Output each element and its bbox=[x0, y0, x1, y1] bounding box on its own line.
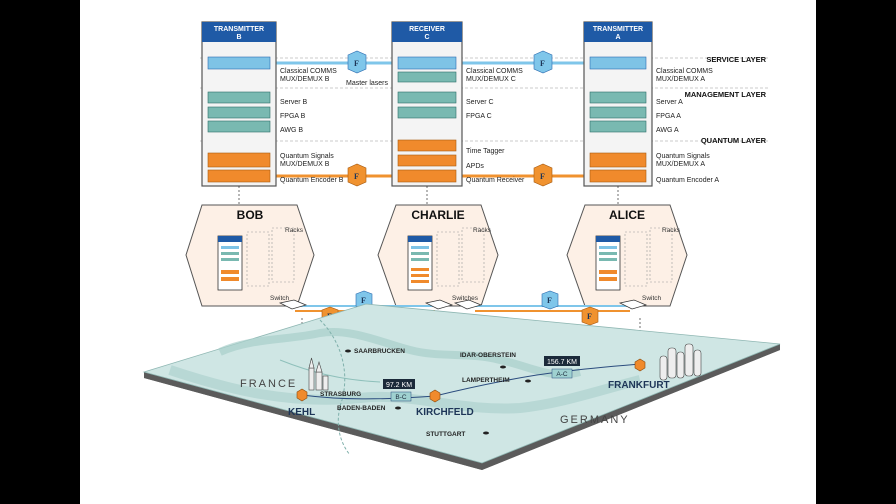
site-box-kirchfeld bbox=[429, 389, 441, 403]
city-stuttgart: STUTTGART bbox=[426, 431, 465, 438]
alice-switch-label: Switch bbox=[642, 295, 662, 302]
charlie-rack-icon bbox=[407, 235, 433, 291]
link-ac-label: A-C bbox=[556, 371, 568, 378]
node-charlie-name: CHARLIE bbox=[411, 208, 464, 222]
rack-c-title: RECEIVER bbox=[409, 26, 445, 33]
city-strasburg: STRASBURG bbox=[320, 391, 361, 398]
label-a-awg: AWG A bbox=[656, 127, 679, 134]
site-frankfurt-label: FRANKFURT bbox=[608, 380, 670, 391]
label-c-receiver: Quantum Receiver bbox=[466, 177, 525, 184]
rack-b-subtitle: B bbox=[236, 34, 241, 41]
rack-transmitter-a: TRANSMITTER A bbox=[583, 21, 653, 187]
label-c-fpga: FPGA C bbox=[466, 113, 492, 120]
label-a-classical-2: MUX/DEMUX A bbox=[656, 76, 705, 83]
label-b-server: Server B bbox=[280, 99, 308, 106]
bob-ghost-racks bbox=[246, 227, 295, 287]
alice-rack-icon bbox=[595, 235, 621, 291]
label-c-master: Master lasers bbox=[346, 80, 389, 87]
label-c-classical-2: MUX/DEMUX C bbox=[466, 76, 516, 83]
distance-bc-value: 97.2 KM bbox=[386, 382, 412, 389]
label-c-apds: APDs bbox=[466, 163, 484, 170]
label-b-quantum-2: MUX/DEMUX B bbox=[280, 161, 330, 168]
label-b-classical-2: MUX/DEMUX B bbox=[280, 76, 330, 83]
rack-b-title: TRANSMITTER bbox=[214, 26, 264, 33]
city-lampertheim: LAMPERTHEIM bbox=[462, 377, 510, 384]
rack-to-node-connectors bbox=[238, 186, 619, 205]
label-a-server: Server A bbox=[656, 99, 683, 106]
site-box-kehl bbox=[296, 388, 308, 402]
quantum-layer-label: QUANTUM LAYER bbox=[701, 136, 767, 145]
alice-ghost-racks bbox=[624, 227, 673, 287]
node-charlie: CHARLIE Racks Switches bbox=[377, 204, 499, 307]
charlie-ghost-racks bbox=[436, 227, 485, 287]
svg-text:F: F bbox=[587, 312, 592, 321]
svg-text:F: F bbox=[540, 172, 545, 181]
switch-icons bbox=[278, 299, 648, 310]
rack-transmitter-b: TRANSMITTER B bbox=[201, 21, 277, 187]
link-bc-label: B-C bbox=[395, 394, 407, 401]
city-baden-baden: BADEN-BADEN bbox=[337, 405, 386, 412]
figure-canvas: SERVICE LAYER MANAGEMENT LAYER QUANTUM L… bbox=[80, 0, 816, 504]
rack-c-subtitle: C bbox=[424, 34, 429, 41]
strasbourg-cathedral-icon bbox=[308, 357, 329, 391]
svg-text:F: F bbox=[354, 59, 359, 68]
site-box-frankfurt bbox=[634, 358, 646, 372]
label-a-quantum-2: MUX/DEMUX A bbox=[656, 161, 705, 168]
network-diagram: SERVICE LAYER MANAGEMENT LAYER QUANTUM L… bbox=[142, 21, 781, 470]
charlie-switch-label: Switches bbox=[452, 295, 479, 302]
label-a-fpga: FPGA A bbox=[656, 113, 681, 120]
fc-badge-charlie-alice: F bbox=[541, 290, 559, 310]
node-bob-name: BOB bbox=[237, 208, 264, 222]
layer-dividers bbox=[200, 57, 770, 142]
fc-badge-bc: F bbox=[347, 50, 367, 74]
city-idar-oberstein: IDAR-OBERSTEIN bbox=[460, 352, 516, 359]
site-kirchfeld-label: KIRCHFELD bbox=[416, 407, 474, 418]
fq-badge-ac: F bbox=[533, 163, 553, 187]
label-c-tagger: Time Tagger bbox=[466, 148, 505, 155]
city-markers bbox=[345, 349, 531, 435]
alice-racks-label: Racks bbox=[662, 227, 681, 234]
distance-tag-ac: 156.7 KM A-C bbox=[544, 356, 580, 379]
distance-tag-bc: 97.2 KM B-C bbox=[383, 379, 415, 402]
node-alice-name: ALICE bbox=[609, 208, 645, 222]
node-bob: BOB Racks Switch bbox=[185, 204, 315, 307]
fq-badge-charlie-alice: F bbox=[581, 306, 599, 326]
city-saarbrucken: SAARBRUCKEN bbox=[354, 348, 405, 355]
charlie-racks-label: Racks bbox=[473, 227, 492, 234]
label-b-fpga: FPGA B bbox=[280, 113, 306, 120]
fc-badge-ac: F bbox=[533, 50, 553, 74]
service-layer-label: SERVICE LAYER bbox=[706, 55, 766, 64]
svg-text:F: F bbox=[354, 172, 359, 181]
label-a-quantum-1: Quantum Signals bbox=[656, 153, 710, 160]
bob-rack-icon bbox=[217, 235, 243, 291]
label-a-encoder: Quantum Encoder A bbox=[656, 177, 719, 184]
svg-text:F: F bbox=[540, 59, 545, 68]
frankfurt-skyline-icon bbox=[659, 343, 702, 381]
node-alice: ALICE Racks Switch bbox=[566, 204, 688, 307]
rack-receiver-c: RECEIVER C bbox=[391, 21, 463, 187]
label-c-classical-1: Classical COMMS bbox=[466, 68, 523, 75]
label-b-awg: AWG B bbox=[280, 127, 303, 134]
rack-a-title: TRANSMITTER bbox=[593, 26, 643, 33]
country-germany: GERMANY bbox=[560, 414, 630, 426]
svg-text:F: F bbox=[547, 296, 552, 305]
bob-switch-label: Switch bbox=[270, 295, 290, 302]
bob-racks-label: Racks bbox=[285, 227, 304, 234]
label-b-encoder: Quantum Encoder B bbox=[280, 177, 344, 184]
management-layer-label: MANAGEMENT LAYER bbox=[685, 90, 767, 99]
svg-text:F: F bbox=[361, 296, 366, 305]
label-a-classical-1: Classical COMMS bbox=[656, 68, 713, 75]
country-france: FRANCE bbox=[240, 378, 297, 390]
label-b-quantum-1: Quantum Signals bbox=[280, 153, 334, 160]
distance-ac-value: 156.7 KM bbox=[547, 359, 577, 366]
label-c-server: Server C bbox=[466, 99, 494, 106]
rack-a-subtitle: A bbox=[615, 34, 620, 41]
label-b-classical-1: Classical COMMS bbox=[280, 68, 337, 75]
site-kehl-label: KEHL bbox=[288, 407, 315, 418]
fq-badge-bc: F bbox=[347, 163, 367, 187]
